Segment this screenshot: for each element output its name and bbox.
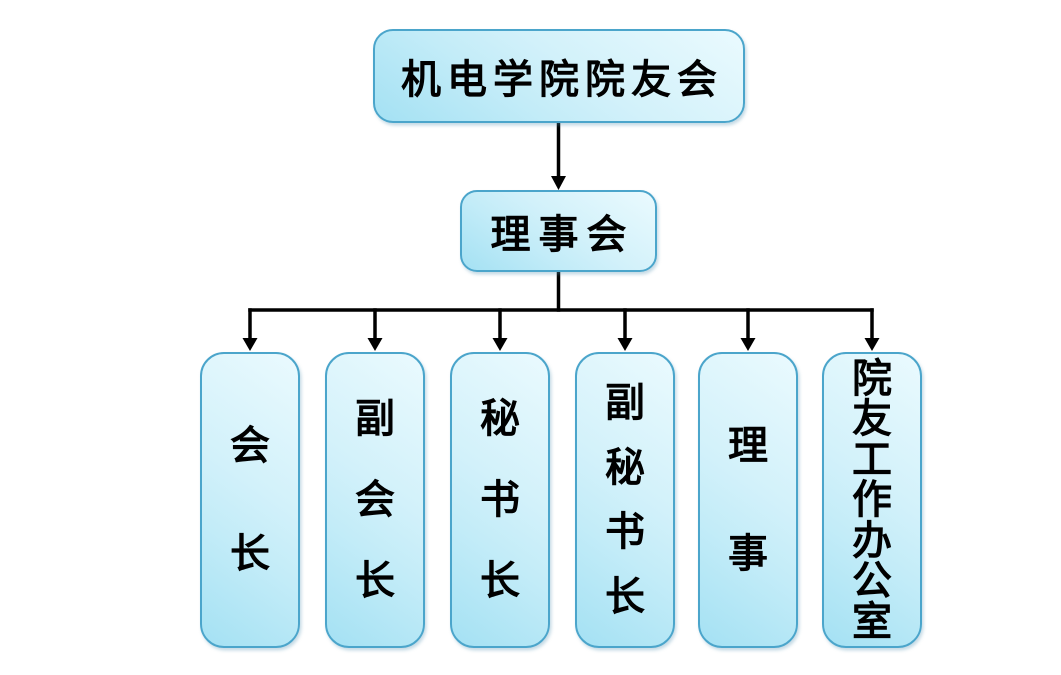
arrowhead-child-2: [367, 338, 383, 351]
arrowhead-child-3: [492, 338, 508, 351]
org-child-label: 副会长: [355, 397, 395, 603]
org-child-box-deputy-secretary-general: 副秘书长: [575, 352, 675, 648]
org-child-label: 会长: [230, 424, 270, 576]
org-child-box-secretary-general: 秘书长: [450, 352, 550, 648]
arrowhead-child-6: [864, 338, 880, 351]
org-child-box-director: 理事: [698, 352, 798, 648]
org-root-label: 机电学院院友会: [401, 58, 723, 102]
org-child-label: 理事: [728, 424, 768, 576]
org-child-label: 秘书长: [480, 397, 520, 603]
org-child-label: 院友工作办公室: [852, 356, 892, 644]
org-board-box: 理事会: [460, 190, 657, 272]
org-child-box-vice-president: 副会长: [325, 352, 425, 648]
org-child-label: 副秘书长: [605, 380, 645, 620]
arrowhead-child-1: [242, 338, 258, 351]
org-child-box-alumni-office: 院友工作办公室: [822, 352, 922, 648]
arrowhead-child-4: [617, 338, 633, 351]
arrowhead-board: [551, 176, 566, 190]
org-child-box-president: 会长: [200, 352, 300, 648]
arrowhead-child-5: [740, 338, 756, 351]
org-board-label: 理事会: [490, 213, 635, 257]
org-root-box: 机电学院院友会: [373, 29, 745, 123]
